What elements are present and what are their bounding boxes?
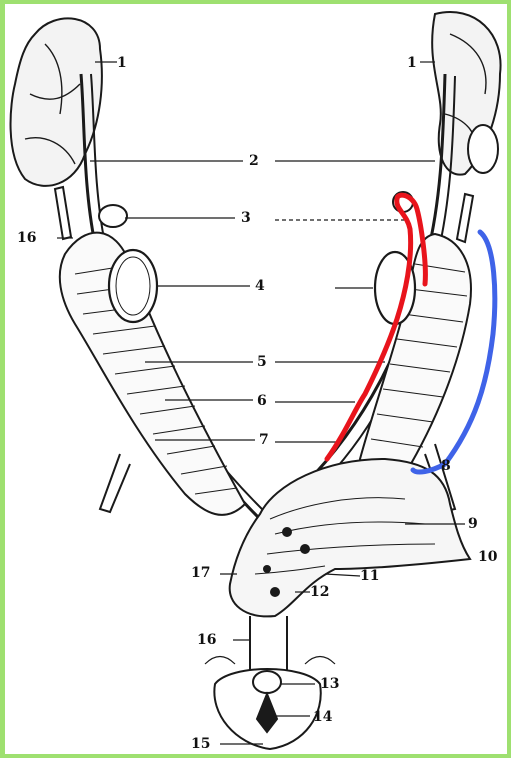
label-8: 8 <box>441 459 451 473</box>
label-1-right: 1 <box>407 56 417 70</box>
label-11: 11 <box>360 569 379 583</box>
label-15: 15 <box>191 737 210 751</box>
label-3: 3 <box>241 211 251 225</box>
label-12: 12 <box>310 585 329 599</box>
label-13: 13 <box>320 677 339 691</box>
label-10: 10 <box>478 550 497 564</box>
label-4: 4 <box>255 279 265 293</box>
label-17: 17 <box>191 566 210 580</box>
label-2: 2 <box>249 154 259 168</box>
urogenital-illustration <box>5 4 507 754</box>
left-testis <box>11 18 102 186</box>
label-1-left: 1 <box>117 56 127 70</box>
anatomy-figure: 1 1 2 3 4 5 6 7 8 9 10 11 12 13 14 15 16… <box>5 4 507 754</box>
bladder-body <box>230 459 470 616</box>
label-16-bottom: 16 <box>197 633 216 647</box>
label-7: 7 <box>259 433 269 447</box>
label-5: 5 <box>257 355 267 369</box>
label-16-left: 16 <box>17 231 36 245</box>
label-6: 6 <box>257 394 267 408</box>
opening-13 <box>253 671 281 693</box>
label-9: 9 <box>468 517 478 531</box>
label-14: 14 <box>313 710 332 724</box>
